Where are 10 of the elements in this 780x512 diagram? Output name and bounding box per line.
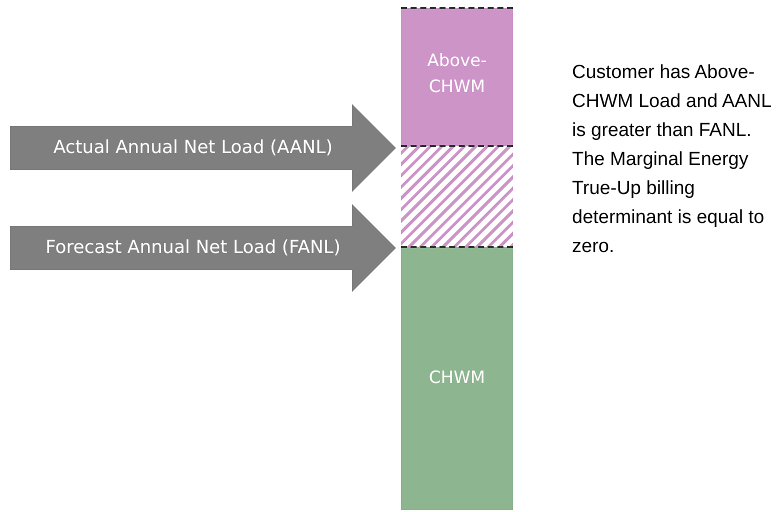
segment-label: CHWM (428, 367, 486, 390)
hatched-bar-segment (401, 146, 513, 247)
bar-segment (401, 247, 513, 510)
block-arrow (10, 204, 396, 292)
arrow-label: Forecast Annual Net Load (FANL) (44, 236, 342, 260)
block-arrow (10, 104, 396, 192)
arrow-label: Actual Annual Net Load (AANL) (52, 136, 334, 160)
note-text: Customer has Above-CHWM Load and AANL is greater than FANL. The Marginal Energy True-Up billing determinant is equal to zero. (572, 61, 772, 259)
segment-label: Above-CHWM (426, 50, 488, 99)
bar-segment (401, 8, 513, 146)
